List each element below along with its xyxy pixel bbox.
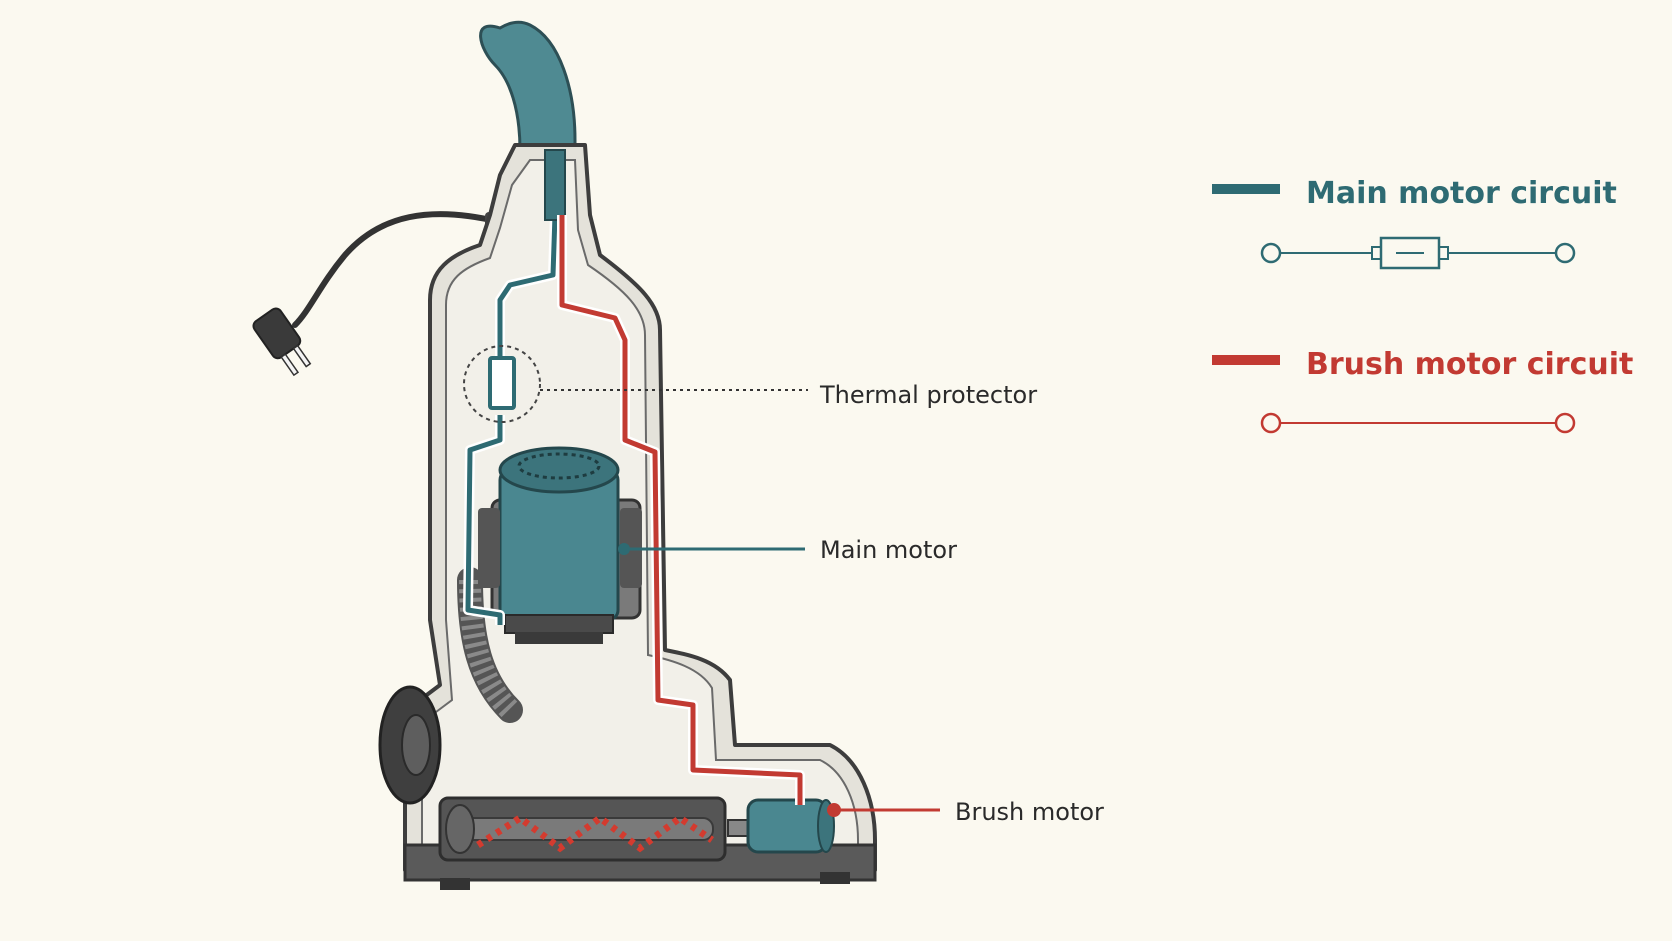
thermal-protector-label: Thermal protector (819, 381, 1037, 409)
base-foot-left (440, 878, 470, 890)
brush-circuit-wire (557, 215, 805, 805)
wheel-icon (378, 685, 442, 805)
fuse-symbol (1260, 236, 1576, 270)
legend-brush-title: Brush motor circuit (1306, 347, 1633, 382)
legend-brush: Brush motor circuit (1212, 347, 1633, 434)
plug-icon (252, 307, 312, 377)
main-motor-label: Main motor (820, 536, 957, 564)
brush-motor-body (746, 798, 828, 854)
brush-roll-icon (438, 796, 835, 862)
wire-symbol (1260, 412, 1576, 434)
thermal-protector-icon (463, 345, 541, 423)
legend-main-title: Main motor circuit (1306, 176, 1617, 211)
legend-main: Main motor circuit (1212, 176, 1617, 270)
brush-motor-label: Brush motor (955, 798, 1104, 826)
legend-brush-swatch (1212, 355, 1280, 365)
main-circuit-wire (463, 149, 566, 625)
base-foot-right (820, 872, 850, 884)
fan-motor-icon (478, 446, 642, 644)
legend-main-swatch (1212, 184, 1280, 194)
